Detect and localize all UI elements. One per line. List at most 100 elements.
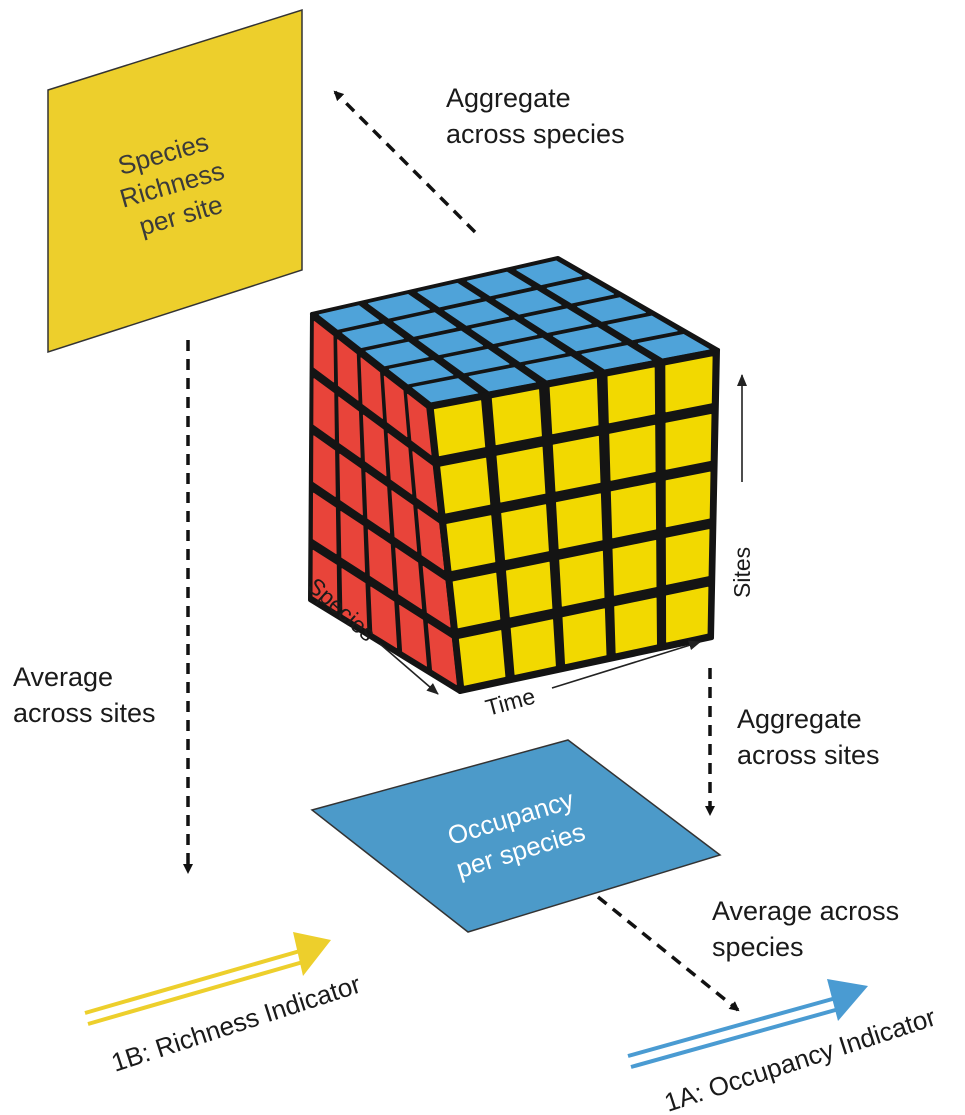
cube-top-sticker xyxy=(525,356,594,381)
cube-front-sticker xyxy=(614,597,657,654)
cube-top-sticker xyxy=(471,319,538,344)
cube-front-sticker xyxy=(496,446,546,503)
cube-top-sticker xyxy=(342,323,404,348)
cube-side-sticker xyxy=(365,472,391,534)
cube-top-sticker xyxy=(417,282,481,308)
cube-front-sticker xyxy=(458,630,506,686)
cube-front-face xyxy=(426,348,720,694)
cube-front-sticker xyxy=(612,540,657,596)
cube-side-sticker xyxy=(312,492,337,555)
cube-front-sticker xyxy=(440,457,491,514)
label-aggregate-species-line-2: across species xyxy=(446,119,625,149)
cube-top-sticker xyxy=(318,305,380,330)
arrow-average-species xyxy=(596,895,740,1012)
cube-side-sticker xyxy=(313,435,336,497)
occupancy-indicator-arrow xyxy=(627,979,868,1069)
cube-side-sticker xyxy=(395,547,423,610)
cube-top-sticker xyxy=(368,294,430,319)
richness-panel: Species Richness per site xyxy=(47,8,303,354)
cube-top-sticker xyxy=(577,297,646,322)
axis-time-arrow xyxy=(551,640,701,689)
cube-side-sticker xyxy=(313,378,335,440)
cube-front-sticker xyxy=(510,619,556,675)
cube-side-sticker xyxy=(412,451,439,513)
cube-top-sticker xyxy=(468,367,536,392)
cube-side-sticker xyxy=(383,375,408,438)
cube-side-sticker xyxy=(337,339,359,401)
cube-side-sticker xyxy=(407,393,432,456)
cube-top-sticker xyxy=(495,290,562,315)
cube-front-sticker xyxy=(556,493,603,550)
cube-front-sticker xyxy=(506,561,553,618)
cube-side-sticker xyxy=(360,357,383,419)
cube-front-sticker xyxy=(610,482,657,539)
cube-side-sticker xyxy=(370,586,398,649)
cube-front-sticker xyxy=(665,414,712,470)
cube-side-sticker xyxy=(387,433,413,495)
cube-side-sticker xyxy=(340,511,366,573)
cube-side-sticker xyxy=(427,623,457,685)
cube-front-sticker xyxy=(452,572,501,629)
cube-front-sticker xyxy=(491,389,542,446)
cube-top-sticker xyxy=(443,348,510,374)
cube-front-sticker xyxy=(665,356,713,413)
label-average-species-line-2: species xyxy=(712,932,804,962)
cube-side-sticker xyxy=(339,453,363,516)
cube-front-sticker xyxy=(501,504,549,560)
cube-side-sticker xyxy=(362,414,387,477)
cube-side-sticker xyxy=(338,396,361,458)
occupancy-panel-shape xyxy=(310,739,722,933)
cube-top-sticker xyxy=(546,278,614,304)
cube-top-sticker xyxy=(516,260,583,286)
label-average-sites-line-1: Average xyxy=(13,662,113,692)
cube-front-sticker xyxy=(549,378,599,435)
cube-side-sticker xyxy=(399,604,427,667)
cube-front-sticker xyxy=(562,608,607,665)
axis-species-arrow xyxy=(379,643,439,695)
cube-side-sticker xyxy=(367,529,394,591)
cube-side-sticker xyxy=(341,568,368,630)
cube-top-sticker xyxy=(365,341,429,367)
label-aggregate-sites-line-2: across sites xyxy=(737,740,880,770)
cube-side-sticker xyxy=(313,321,335,383)
cube-side-face xyxy=(308,312,462,694)
cube-side-sticker xyxy=(422,565,451,628)
axis-sites-label: Sites xyxy=(729,547,755,598)
cube-top-sticker xyxy=(524,308,592,333)
cube-top-sticker xyxy=(466,271,532,297)
cube-front-sticker xyxy=(666,586,709,643)
cube-top-sticker xyxy=(498,337,566,363)
cube-front-sticker xyxy=(552,435,601,492)
cube-front-sticker xyxy=(607,367,656,424)
label-average-sites-line-2: across sites xyxy=(13,698,156,728)
arrow-aggregate-species xyxy=(333,90,477,234)
cube-top-sticker xyxy=(637,334,710,359)
cube-front-sticker xyxy=(559,550,605,607)
cube-side-sticker xyxy=(391,490,418,552)
cube-front-sticker xyxy=(433,400,486,457)
cube-top-sticker xyxy=(444,301,509,326)
cube-side-sticker xyxy=(417,508,445,571)
cube-top-sticker xyxy=(418,330,483,356)
cube-top-sticker xyxy=(607,315,678,341)
cube-front-sticker xyxy=(665,471,711,528)
richness-panel-shape xyxy=(47,8,303,354)
label-aggregate-species-line-1: Aggregate xyxy=(446,83,571,113)
cube-top-sticker xyxy=(388,360,454,385)
richness-indicator-label: 1B: Richness Indicator xyxy=(108,969,365,1078)
cube-front-sticker xyxy=(609,424,656,481)
cube-side-sticker xyxy=(312,549,338,612)
cube-top-sticker xyxy=(581,345,652,370)
cube-top-sticker xyxy=(412,378,479,403)
axis-time-label: Time xyxy=(483,683,538,721)
data-cube xyxy=(308,256,720,694)
cube-top-sticker xyxy=(552,326,622,352)
occupancy-panel: Occupancy per species xyxy=(310,739,722,933)
label-aggregate-sites-line-1: Aggregate xyxy=(737,704,862,734)
cube-front-sticker xyxy=(446,515,496,571)
label-average-species-line-1: Average across xyxy=(712,896,899,926)
cube-top-sticker xyxy=(393,312,457,337)
richness-indicator-arrow xyxy=(84,932,331,1026)
cube-front-sticker xyxy=(665,529,710,585)
